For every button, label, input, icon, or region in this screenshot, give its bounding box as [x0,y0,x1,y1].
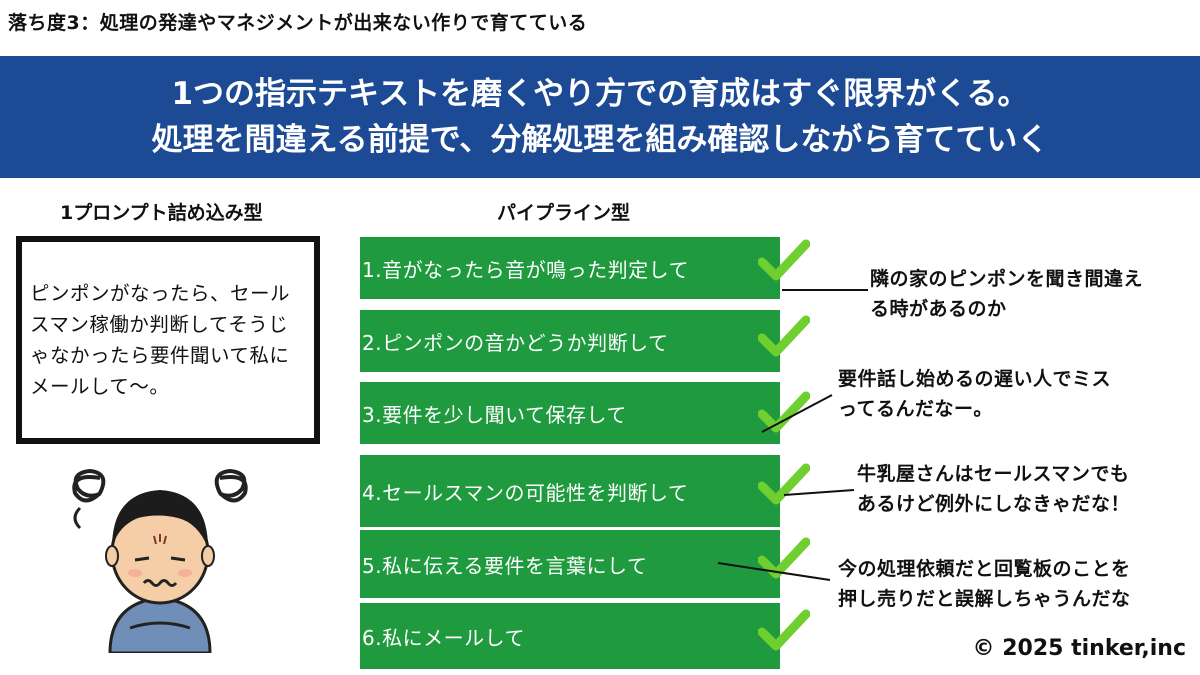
single-prompt-heading: 1プロンプト詰め込み型 [60,202,263,224]
pipeline-step-4: 4.セールスマンの可能性を判断して [360,455,780,527]
pipeline-step-3: 3.要件を少し聞いて保存して [360,382,780,444]
note-misheard-neighbor: 隣の家のピンポンを聞き間違え る時があるのか [870,268,1144,320]
check-icon [758,239,810,281]
headline-banner: 1つの指示テキストを磨くやり方での育成はすぐ限界がくる。 処理を間違える前提で、… [0,56,1200,178]
headline-line-2: 処理を間違える前提で、分解処理を組み確認しながら育てていく [151,122,1049,158]
prompt-text-box: ピンポンがなったら、セールスマン稼働か判断してそうじゃなかったら要件聞いて私にメ… [16,236,320,444]
pipeline-step-5: 5.私に伝える要件を言葉にして [360,530,780,598]
check-icon [758,315,810,357]
check-icon [758,391,810,433]
pipeline-step-1: 1.音がなったら音が鳴った判定して [360,237,780,299]
pipeline-step-6: 6.私にメールして [360,603,780,669]
prompt-text: ピンポンがなったら、セールスマン稼働か判断してそうじゃなかったら要件聞いて私にメ… [30,282,291,398]
note-milkman-exception: 牛乳屋さんはセールスマンでも あるけど例外にしなきゃだな！ [857,463,1131,515]
confused-person-illustration [72,468,248,653]
headline-line-1: 1つの指示テキストを磨くやり方での育成はすぐ限界がくる。 [171,76,1029,112]
note-slow-speaker: 要件話し始めるの遅い人でミス ってるんだなー。 [838,368,1112,420]
note-circular-misread: 今の処理依頼だと回覧板のことを 押し売りだと誤解しちゃうんだな [838,558,1131,610]
pipeline-heading: パイプライン型 [497,202,631,224]
check-icon [758,537,810,579]
copyright-notice: © 2025 tinker,inc [972,636,1186,661]
slide-subtitle: 落ち度3：処理の発達やマネジメントが出来ない作りで育てている [8,12,588,34]
check-icon [758,609,810,651]
check-icon [758,463,810,505]
pipeline-step-2: 2.ピンポンの音かどうか判断して [360,310,780,372]
